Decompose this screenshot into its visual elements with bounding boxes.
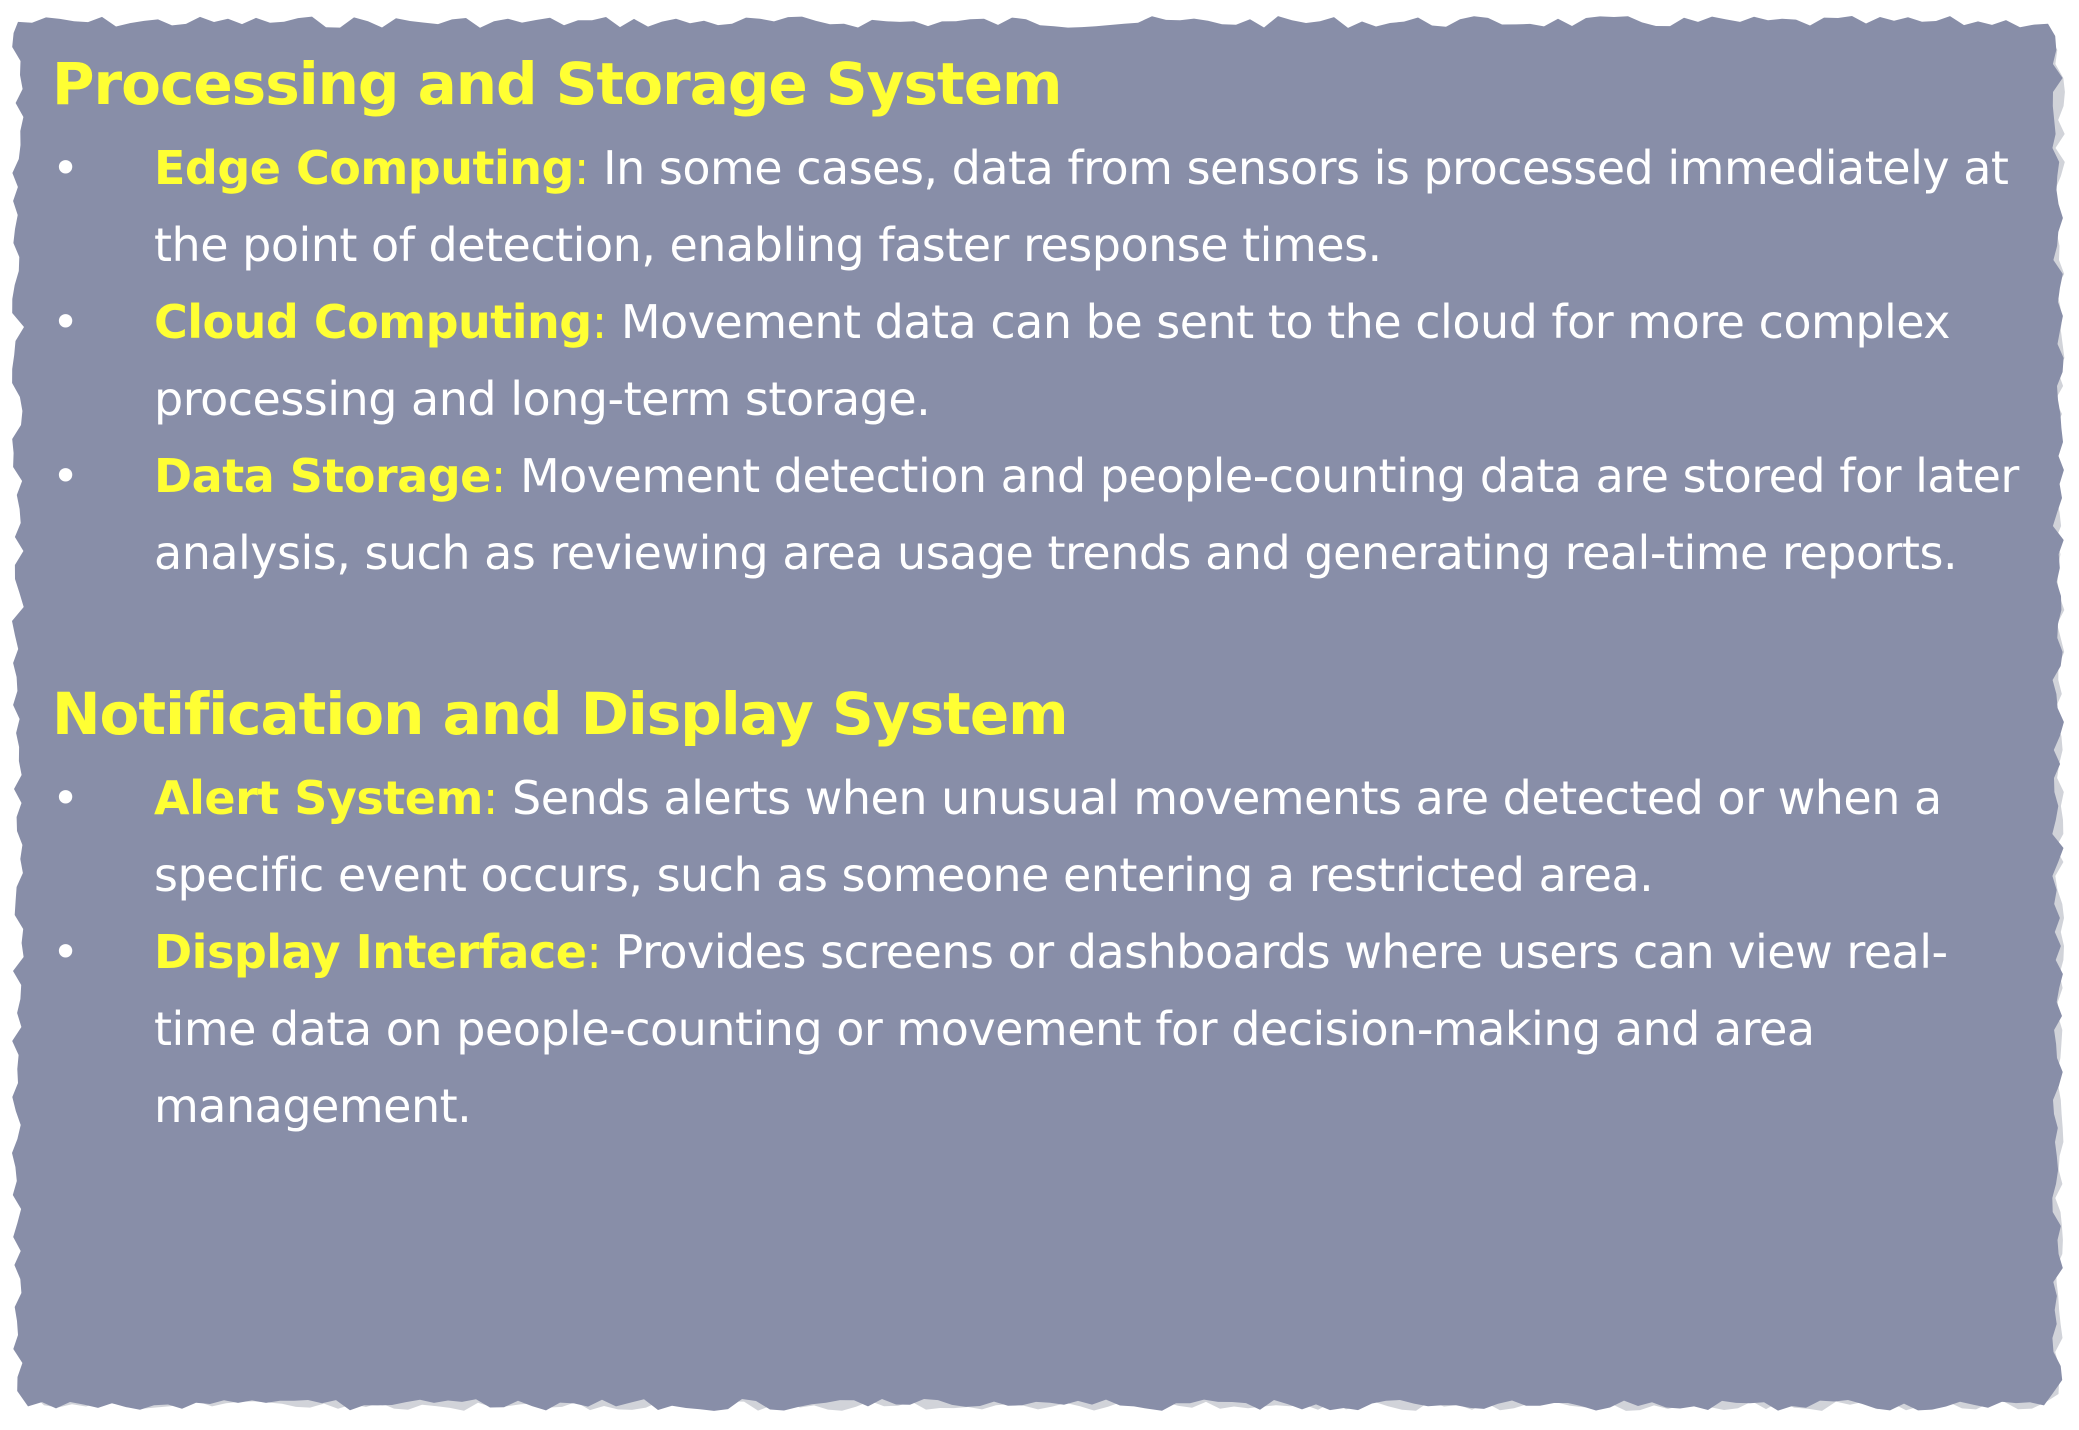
section-title: Notification and Display System: [52, 680, 1069, 748]
item-term: Alert System: [154, 771, 483, 825]
item-term: Data Storage: [154, 449, 491, 503]
item-text: Movement data can be sent to the cloud f…: [154, 295, 1951, 426]
item-text: Movement detection and people-counting d…: [154, 449, 2019, 580]
bullet-icon: •: [52, 295, 79, 349]
list-item-data-storage: • Data Storage: Movement detection and p…: [52, 438, 2042, 592]
item-term: Edge Computing: [154, 141, 574, 195]
item-term: Cloud Computing: [154, 295, 592, 349]
item-text: In some cases, data from sensors is proc…: [154, 141, 2009, 272]
section-title: Processing and Storage System: [52, 50, 1062, 118]
bullet-icon: •: [52, 141, 79, 195]
item-text: Provides screens or dashboards where use…: [154, 925, 1948, 1133]
item-term: Display Interface: [154, 925, 587, 979]
bullet-icon: •: [52, 771, 79, 825]
section-processing-storage: Processing and Storage System • Edge Com…: [52, 38, 2042, 592]
bullet-icon: •: [52, 449, 79, 503]
list-item-alert-system: • Alert System: Sends alerts when unusua…: [52, 760, 2042, 914]
bullet-list: • Alert System: Sends alerts when unusua…: [52, 760, 2042, 1145]
bullet-list: • Edge Computing: In some cases, data fr…: [52, 130, 2042, 592]
item-separator: :: [490, 449, 507, 503]
item-separator: :: [573, 141, 590, 195]
content: Processing and Storage System • Edge Com…: [52, 38, 2042, 1145]
list-item-cloud-computing: • Cloud Computing: Movement data can be …: [52, 284, 2042, 438]
item-text: Sends alerts when unusual movements are …: [154, 771, 1942, 902]
item-separator: :: [586, 925, 602, 979]
item-separator: :: [482, 771, 499, 825]
list-item-edge-computing: • Edge Computing: In some cases, data fr…: [52, 130, 2042, 284]
section-notification-display: Notification and Display System • Alert …: [52, 668, 2042, 1145]
bullet-icon: •: [52, 925, 79, 979]
list-item-display-interface: • Display Interface: Provides screens or…: [52, 914, 2042, 1145]
item-separator: :: [591, 295, 608, 349]
